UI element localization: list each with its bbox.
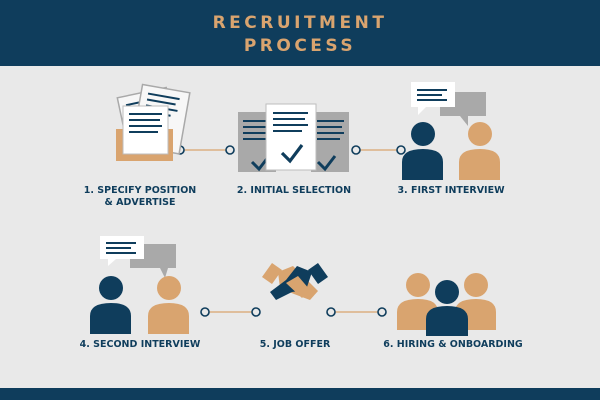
handshake-icon: [262, 263, 328, 300]
connector-2-3: [351, 145, 406, 155]
step-1-line-1: 1. SPECIFY POSITION: [83, 185, 197, 196]
step-2-label: 2. INITIAL SELECTION: [236, 185, 352, 196]
step-1-line-2: & ADVERTISE: [104, 197, 176, 208]
interview-icon-2: [90, 236, 189, 334]
title-line-2: PROCESS: [243, 36, 357, 56]
documents-icon: [116, 83, 191, 161]
title-line-1: RECRUITMENT: [212, 13, 388, 33]
step-6-label: 6. HIRING & ONBOARDING: [383, 339, 523, 350]
step-1-label: 1. SPECIFY POSITION & ADVERTISE: [50, 185, 230, 209]
footer-bar: [0, 388, 600, 400]
interview-icon: [402, 82, 500, 180]
step-4-label: 4. SECOND INTERVIEW: [79, 339, 201, 350]
step-5-label: 5. JOB OFFER: [259, 339, 331, 350]
selection-documents-icon: [238, 103, 349, 172]
connector-5-6: [326, 307, 387, 317]
team-icon: [397, 273, 496, 336]
connector-1-2: [175, 145, 235, 155]
step-3-label: 3. FIRST INTERVIEW: [397, 185, 505, 196]
header-banner: RECRUITMENT PROCESS: [0, 0, 600, 66]
connector-4-5: [200, 307, 261, 317]
